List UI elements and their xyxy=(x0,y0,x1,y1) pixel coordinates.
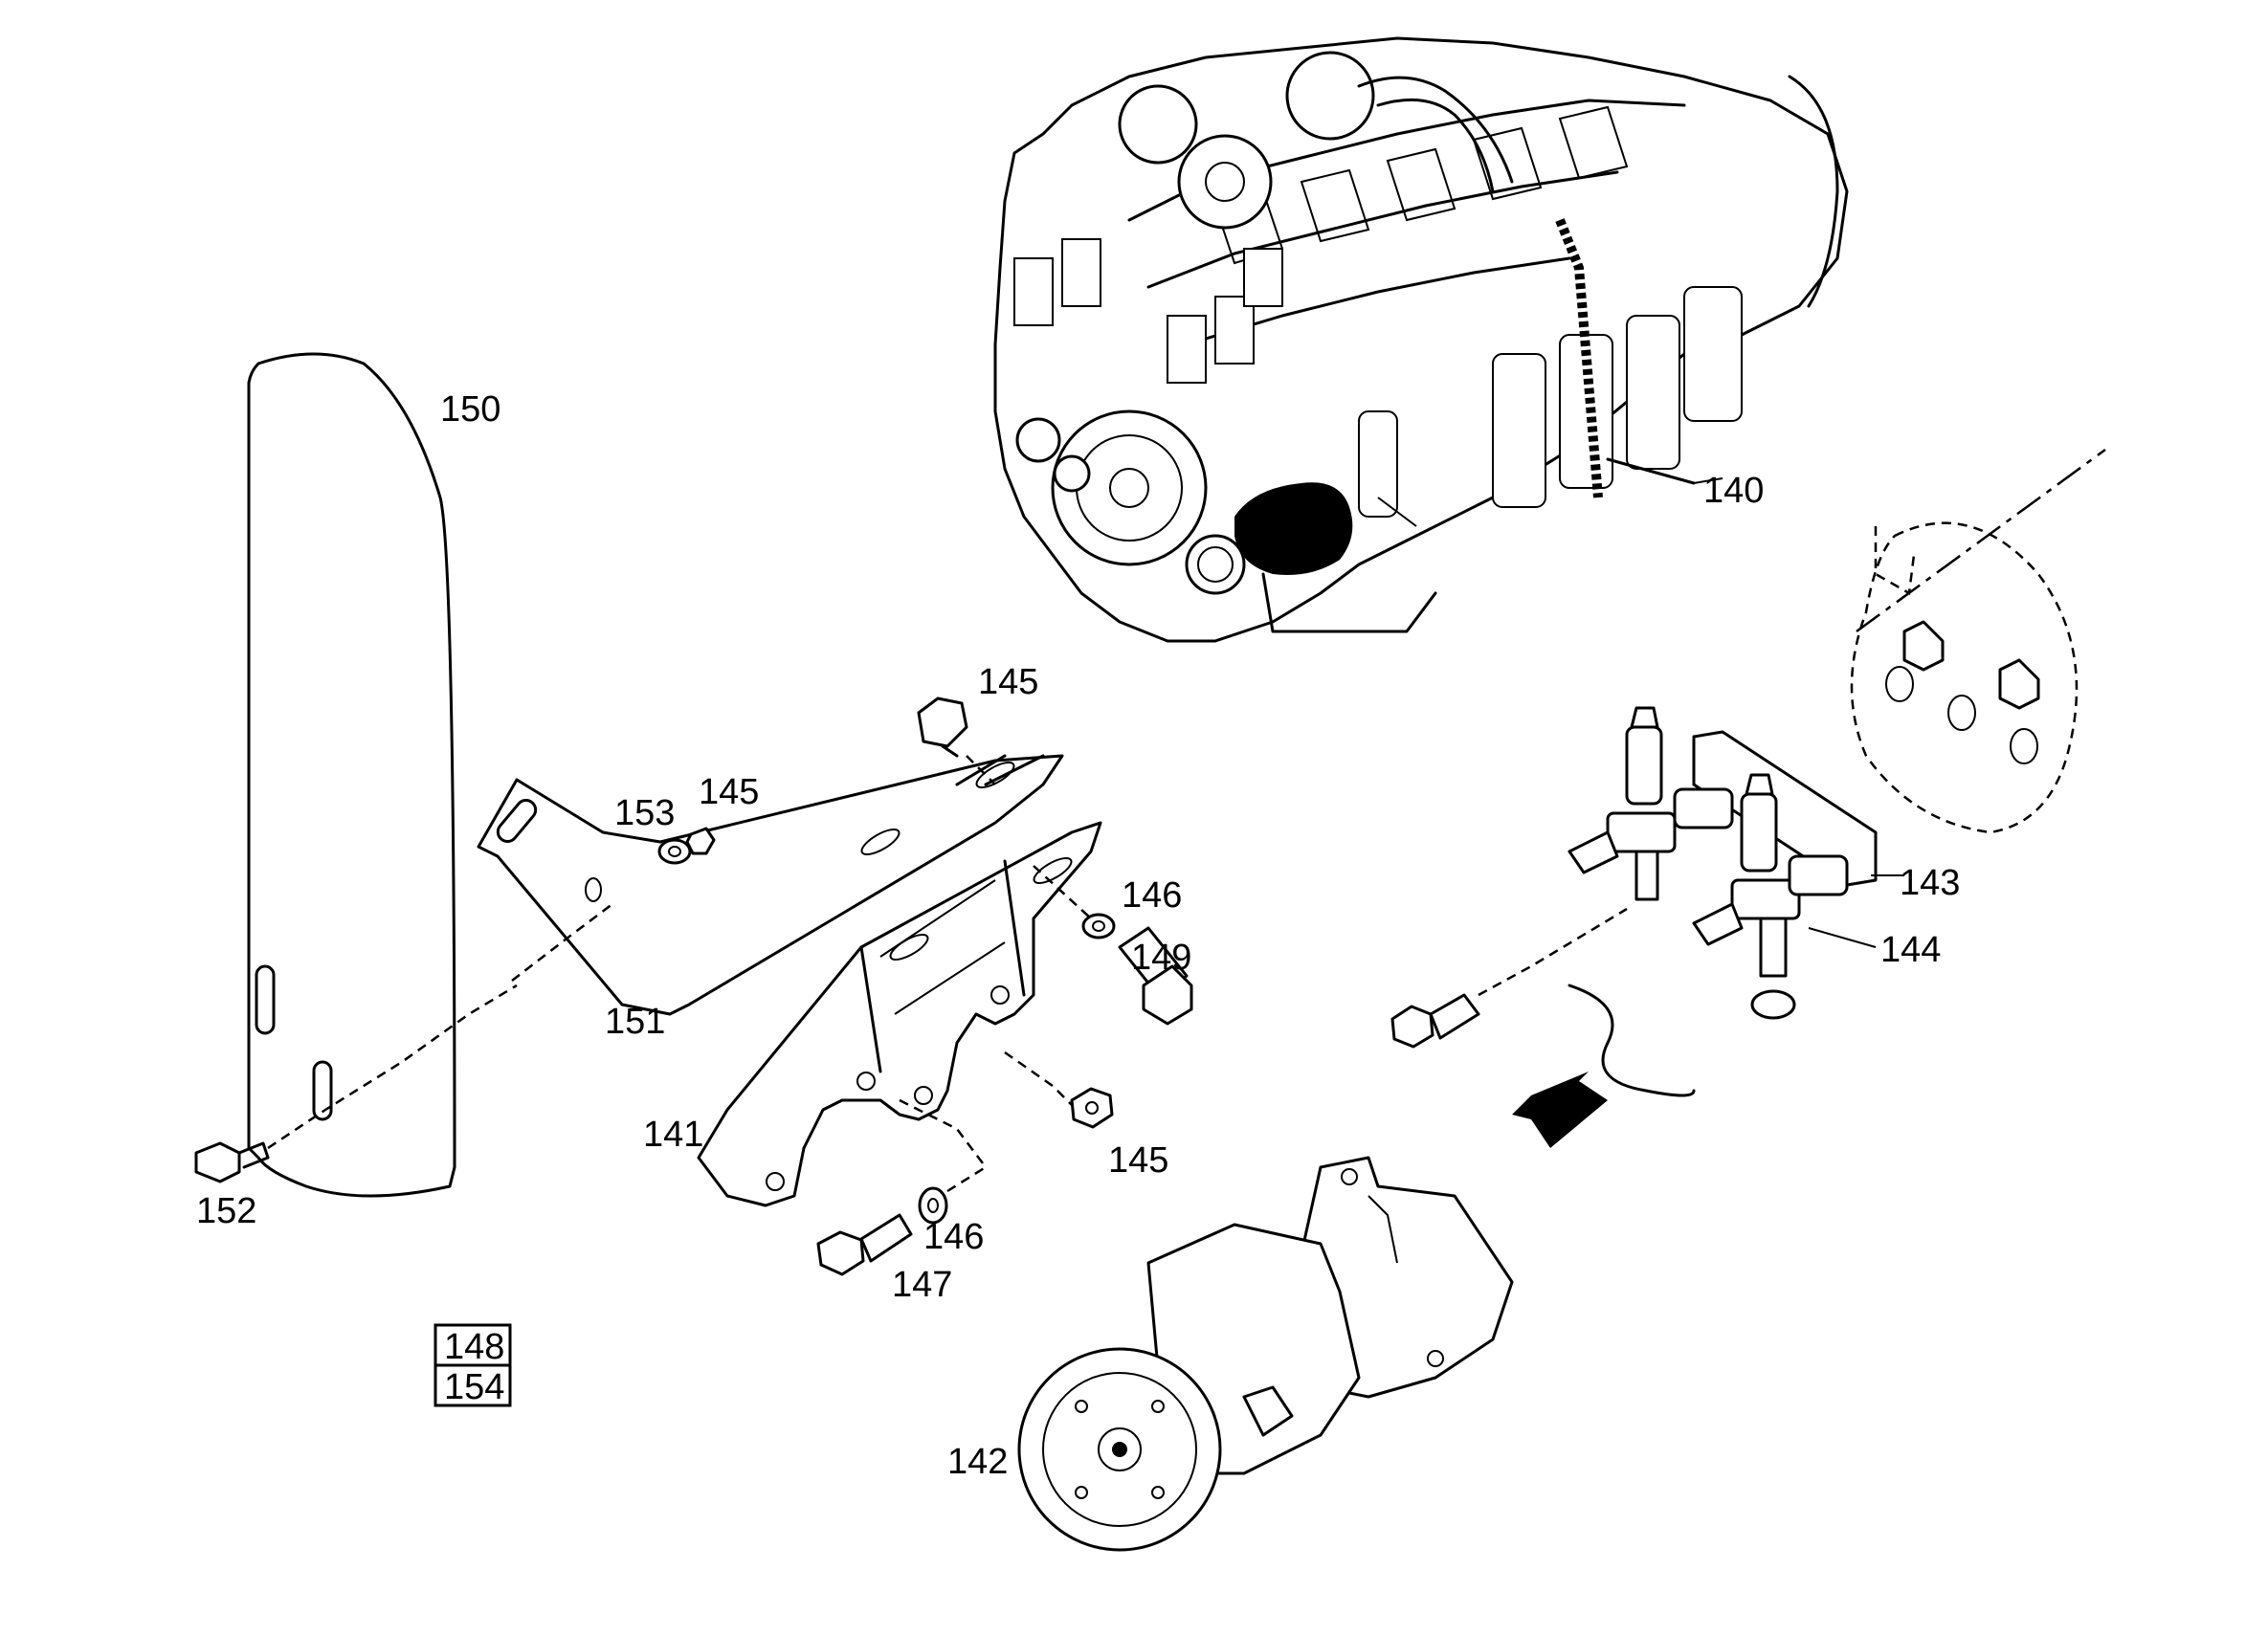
label-144: 144 xyxy=(1880,930,1941,970)
bolt-149-washer-146 xyxy=(1033,865,1193,1026)
fitting-plate-143 xyxy=(1692,730,1878,887)
nut-145-top xyxy=(917,696,996,785)
label-145-top: 145 xyxy=(978,662,1038,702)
label-149: 149 xyxy=(1131,938,1191,978)
bracket-151 xyxy=(477,754,1064,1016)
label-141: 141 xyxy=(643,1115,703,1155)
bracket-141 xyxy=(697,821,1102,1207)
label-150: 150 xyxy=(440,389,500,430)
bolt-lower-right xyxy=(1390,907,1628,1049)
label-145-lower: 145 xyxy=(1108,1140,1168,1181)
bolt-147-washer-146 xyxy=(816,1165,987,1276)
break-arrow xyxy=(1512,984,1696,1148)
compressor-flange xyxy=(1850,448,2106,834)
label-152: 152 xyxy=(196,1191,256,1231)
nut-145-lower xyxy=(899,1050,1114,1168)
label-151: 151 xyxy=(605,1002,665,1042)
bolt-152 xyxy=(194,984,518,1183)
label-153: 153 xyxy=(614,793,675,833)
shield-plate xyxy=(247,352,456,1198)
boxed-ref-154: 154 xyxy=(444,1367,504,1407)
engine-assembly xyxy=(993,36,1849,643)
boxed-ref-148: 148 xyxy=(444,1327,504,1367)
compressor-142 xyxy=(1017,1156,1514,1552)
label-145-mid: 145 xyxy=(699,772,759,812)
callout-labels: 140 141 142 143 144 145 145 145 146 146 … xyxy=(196,389,1960,1482)
label-147: 147 xyxy=(892,1265,952,1305)
tee-fittings-144 xyxy=(1568,706,1849,1020)
label-143: 143 xyxy=(1900,863,1960,903)
label-142: 142 xyxy=(947,1442,1008,1482)
boxed-reference-list: 148 154 xyxy=(434,1323,512,1407)
label-146-lower: 146 xyxy=(923,1217,984,1257)
washer-153-nut-145 xyxy=(657,827,716,865)
label-140: 140 xyxy=(1703,471,1764,511)
label-146-upper: 146 xyxy=(1122,875,1182,916)
